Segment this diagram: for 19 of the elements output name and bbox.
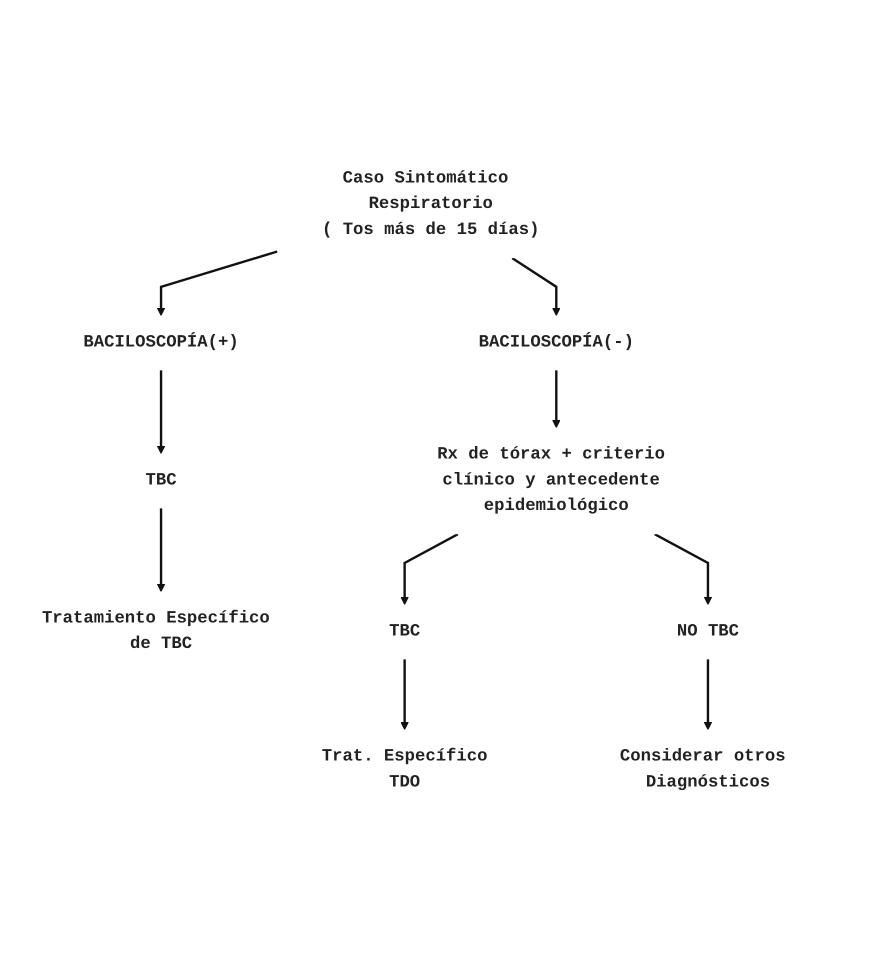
arrow <box>156 508 166 592</box>
node-text: Trat. Específico TDO <box>322 747 488 792</box>
arrow <box>156 250 278 316</box>
node-text: Considerar otros Diagnósticos <box>620 747 786 792</box>
node-text: Caso Sintomático Respiratorio ( Tos más de 15 días) <box>322 168 540 240</box>
arrow <box>704 659 712 730</box>
arrow <box>512 257 561 316</box>
node-text: TBC <box>389 622 420 642</box>
arrow <box>400 659 409 730</box>
node-text: Tratamiento Específico de TBC <box>42 608 270 654</box>
arrow <box>400 533 458 606</box>
node-text: BACILOSCOPÍA(+) <box>83 332 239 352</box>
node-text: BACILOSCOPÍA(-) <box>478 332 634 352</box>
arrow <box>552 370 561 428</box>
node-text: NO TBC <box>676 622 740 642</box>
node-text: TBC <box>146 470 177 490</box>
arrow <box>156 370 166 454</box>
node-text: Rx de tórax + criterio clínico y antecedente epidemiológico <box>437 445 666 516</box>
arrow <box>654 533 712 606</box>
